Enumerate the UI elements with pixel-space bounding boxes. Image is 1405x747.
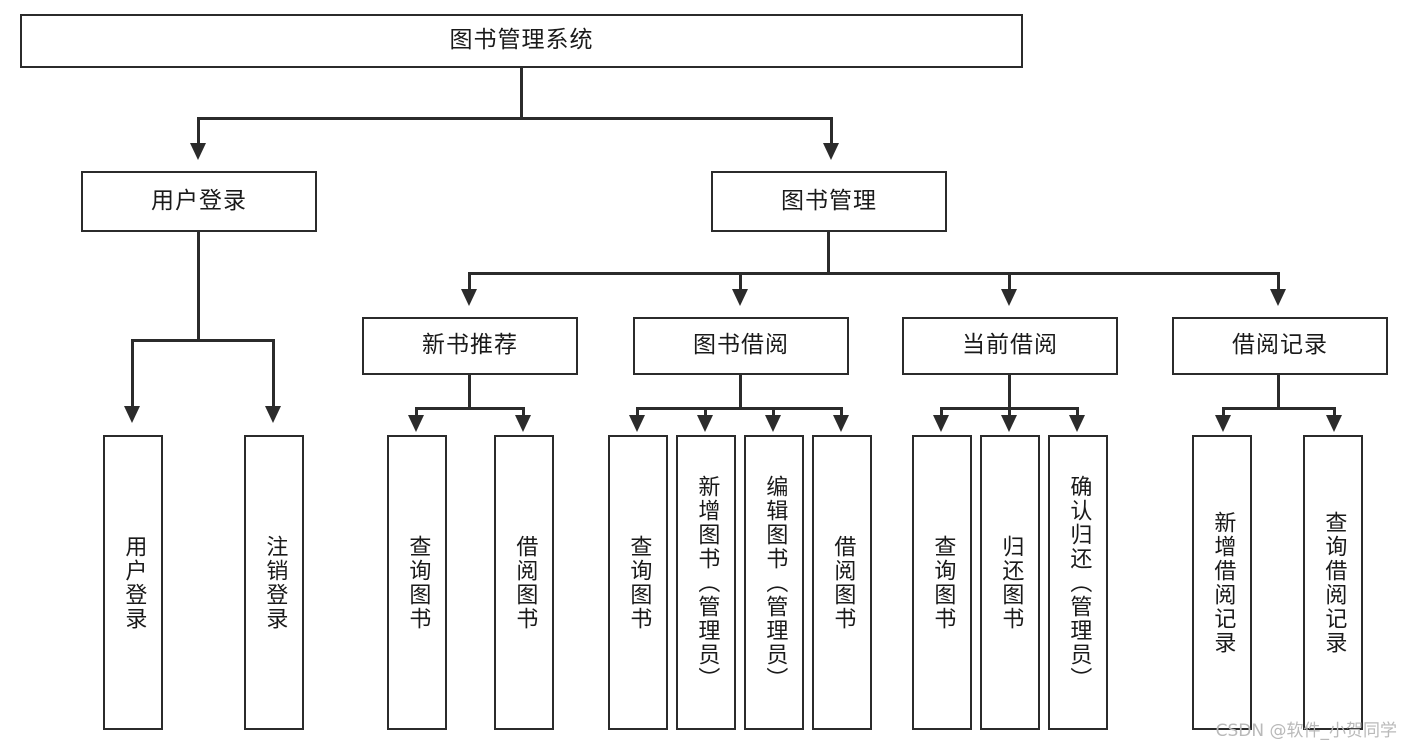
edge-new-book-stem <box>468 375 471 410</box>
csdn-watermark: CSDN @软件_小贺同学 <box>1215 721 1397 741</box>
leaf-user-login-1[interactable]: 注销登录 <box>244 435 304 730</box>
node-label: 新书推荐 <box>422 332 518 359</box>
edge-book-borrow-to-leaf-2 <box>772 407 775 419</box>
edge-root-stem <box>520 68 523 119</box>
leaf-book-borrow-1[interactable]: 新增图书（管理员） <box>676 435 736 730</box>
leaf-current-borrow-2[interactable]: 确认归还（管理员） <box>1048 435 1108 730</box>
node-book-management[interactable]: 图书管理 <box>711 171 947 232</box>
arrow-current-borrow-leaf-0 <box>933 415 949 432</box>
arrow-user-login-leaf-0 <box>124 406 140 423</box>
leaf-current-borrow-1[interactable]: 归还图书 <box>980 435 1040 730</box>
node-label: 图书管理 <box>781 187 877 214</box>
arrow-new-book-leaf-1 <box>515 415 531 432</box>
arrow-to-user-login <box>190 143 206 160</box>
arrow-borrow-record-leaf-1 <box>1326 415 1342 432</box>
edge-root-to-user-login <box>197 117 200 147</box>
node-label: 新增图书（管理员） <box>694 474 720 691</box>
edge-user-login-stem <box>197 232 200 342</box>
leaf-new-book-recommend-0[interactable]: 查询图书 <box>387 435 447 730</box>
node-new-book-recommend[interactable]: 新书推荐 <box>362 317 578 375</box>
edge-borrow-record-to-leaf-1 <box>1333 407 1336 419</box>
leaf-borrow-record-0[interactable]: 新增借阅记录 <box>1192 435 1252 730</box>
node-current-borrow[interactable]: 当前借阅 <box>902 317 1118 375</box>
arrow-bm-new-book <box>461 289 477 306</box>
leaf-user-login-0[interactable]: 用户登录 <box>103 435 163 730</box>
node-user-login[interactable]: 用户登录 <box>81 171 317 232</box>
edge-book-borrow-bus <box>636 407 840 410</box>
edge-book-management-stem <box>827 232 830 274</box>
arrow-to-book-management <box>823 143 839 160</box>
arrow-current-borrow-leaf-2 <box>1069 415 1085 432</box>
leaf-borrow-record-1[interactable]: 查询借阅记录 <box>1303 435 1363 730</box>
edge-bm-to-borrow-record <box>1277 272 1280 302</box>
node-label: 借阅图书 <box>512 534 538 631</box>
edge-book-borrow-to-leaf-0 <box>636 407 639 419</box>
node-label: 当前借阅 <box>962 332 1058 359</box>
node-label: 注销登录 <box>262 534 288 631</box>
edge-user-login-bus <box>131 339 275 342</box>
arrow-book-borrow-leaf-0 <box>629 415 645 432</box>
node-label: 用户登录 <box>151 187 247 214</box>
node-label: 借阅记录 <box>1232 332 1328 359</box>
leaf-current-borrow-0[interactable]: 查询图书 <box>912 435 972 730</box>
arrow-book-borrow-leaf-2 <box>765 415 781 432</box>
arrow-current-borrow-leaf-1 <box>1001 415 1017 432</box>
edge-current-borrow-to-leaf-1 <box>1008 407 1011 419</box>
edge-borrow-record-stem <box>1277 375 1280 410</box>
edge-current-borrow-stem <box>1008 375 1011 410</box>
node-book-borrow[interactable]: 图书借阅 <box>633 317 849 375</box>
edge-book-borrow-to-leaf-1 <box>704 407 707 419</box>
arrow-book-borrow-leaf-1 <box>697 415 713 432</box>
arrow-user-login-leaf-1 <box>265 406 281 423</box>
edge-user-login-to-leaf-1 <box>272 339 275 409</box>
edge-root-bus <box>197 117 833 120</box>
edge-book-borrow-stem <box>739 375 742 410</box>
node-label: 查询图书 <box>626 534 652 631</box>
arrow-bm-current-borrow <box>1001 289 1017 306</box>
edge-bm-to-new-book <box>468 272 471 302</box>
leaf-book-borrow-2[interactable]: 编辑图书（管理员） <box>744 435 804 730</box>
edge-new-book-to-leaf-0 <box>415 407 418 419</box>
edge-user-login-to-leaf-0 <box>131 339 134 409</box>
node-label: 图书借阅 <box>693 332 789 359</box>
edge-book-management-bus <box>468 272 1280 275</box>
edge-borrow-record-bus <box>1222 407 1336 410</box>
node-label: 图书管理系统 <box>449 27 594 54</box>
arrow-new-book-leaf-0 <box>408 415 424 432</box>
edge-root-to-book-management <box>830 117 833 147</box>
arrow-borrow-record-leaf-0 <box>1215 415 1231 432</box>
edge-bm-to-book-borrow <box>739 272 742 302</box>
node-label: 确认归还（管理员） <box>1066 474 1092 691</box>
edge-new-book-to-leaf-1 <box>522 407 525 419</box>
node-label: 借阅图书 <box>830 534 856 631</box>
node-label: 新增借阅记录 <box>1210 510 1236 655</box>
node-root-book-management-system[interactable]: 图书管理系统 <box>20 14 1023 68</box>
edge-book-borrow-to-leaf-3 <box>840 407 843 419</box>
node-label: 查询借阅记录 <box>1321 510 1347 655</box>
leaf-book-borrow-0[interactable]: 查询图书 <box>608 435 668 730</box>
edge-new-book-bus <box>415 407 525 410</box>
node-label: 查询图书 <box>930 534 956 631</box>
arrow-bm-borrow-record <box>1270 289 1286 306</box>
node-label: 归还图书 <box>998 534 1024 631</box>
node-borrow-record[interactable]: 借阅记录 <box>1172 317 1388 375</box>
node-label: 查询图书 <box>405 534 431 631</box>
edge-current-borrow-to-leaf-0 <box>940 407 943 419</box>
edge-current-borrow-to-leaf-2 <box>1076 407 1079 419</box>
arrow-book-borrow-leaf-3 <box>833 415 849 432</box>
leaf-book-borrow-3[interactable]: 借阅图书 <box>812 435 872 730</box>
arrow-bm-book-borrow <box>732 289 748 306</box>
edge-borrow-record-to-leaf-0 <box>1222 407 1225 419</box>
leaf-new-book-recommend-1[interactable]: 借阅图书 <box>494 435 554 730</box>
node-label: 编辑图书（管理员） <box>762 474 788 691</box>
edge-bm-to-current-borrow <box>1008 272 1011 302</box>
node-label: 用户登录 <box>121 534 147 631</box>
